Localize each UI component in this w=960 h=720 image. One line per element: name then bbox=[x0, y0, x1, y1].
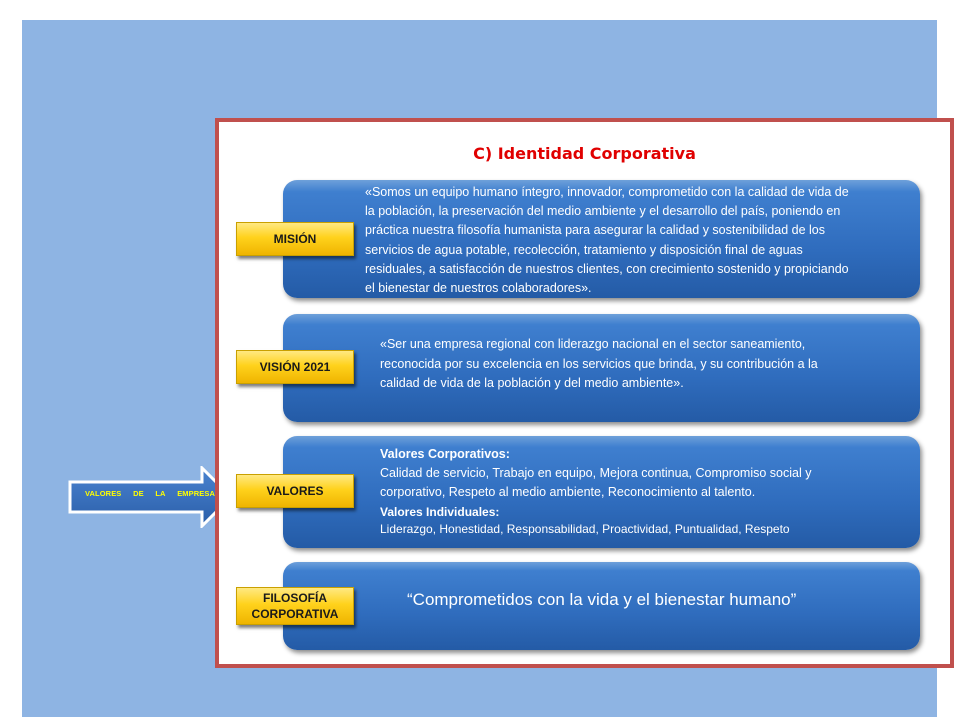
vision-text: «Ser una empresa regional con liderazgo … bbox=[380, 335, 900, 394]
valores-panel: Valores Corporativos: Calidad de servici… bbox=[283, 436, 920, 548]
filosofia-quote: “Comprometidos con la vida y el bienesta… bbox=[407, 590, 797, 609]
vision-panel: «Ser una empresa regional con liderazgo … bbox=[283, 314, 920, 422]
arrow-label-word: LA bbox=[155, 489, 166, 498]
filosofia-panel: “Comprometidos con la vida y el bienesta… bbox=[283, 562, 920, 650]
mision-panel: «Somos un equipo humano íntegro, innovad… bbox=[283, 180, 920, 298]
valores-text: Valores Corporativos: Calidad de servici… bbox=[380, 445, 910, 538]
slide-background: VALORES DE LA EMPRESA C) Identidad Corpo… bbox=[22, 20, 954, 717]
mision-line: el bienestar de nuestros colaboradores». bbox=[365, 281, 592, 296]
valores-individuales-text: Liderazgo, Honestidad, Responsabilidad, … bbox=[380, 522, 790, 536]
vision-line: «Ser una empresa regional con liderazgo … bbox=[380, 337, 806, 351]
mision-line: residuales, a satisfacción de nuestros c… bbox=[365, 261, 849, 276]
valores-individuales-heading: Valores Individuales: bbox=[380, 505, 500, 519]
mision-line: la población, la preservación del medio … bbox=[365, 204, 841, 219]
vision-line: reconocida por su excelencia en los serv… bbox=[380, 356, 818, 371]
arrow-label-word: VALORES bbox=[85, 489, 122, 498]
filosofia-tag-label: CORPORATIVA bbox=[251, 607, 339, 621]
page-title: C) Identidad Corporativa bbox=[473, 144, 696, 163]
vision-tag: VISIÓN 2021 bbox=[236, 350, 354, 384]
valores-corporativos-line: Calidad de servicio, Trabajo en equipo, … bbox=[380, 466, 812, 480]
valores-corporativos-heading: Valores Corporativos: bbox=[380, 447, 510, 461]
mision-line: «Somos un equipo humano íntegro, innovad… bbox=[365, 185, 849, 199]
vision-tag-label: VISIÓN 2021 bbox=[259, 360, 331, 374]
content-frame: C) Identidad Corporativa «Somos un equip… bbox=[215, 118, 954, 668]
mision-line: práctica nuestra filosofía humanista par… bbox=[365, 223, 825, 238]
valores-tag: VALORES bbox=[236, 474, 354, 508]
mision-tag-label: MISIÓN bbox=[273, 232, 317, 246]
mision-line: servicios de agua potable, recolección, … bbox=[365, 242, 803, 257]
valores-tag-label: VALORES bbox=[266, 484, 324, 498]
arrow-label-word: DE bbox=[133, 489, 144, 498]
mision-tag: MISIÓN bbox=[236, 222, 354, 256]
vision-line: calidad de vida de la población y del me… bbox=[380, 376, 684, 390]
valores-corporativos-line: corporativo, Respeto al medio ambiente, … bbox=[380, 485, 756, 499]
mision-text: «Somos un equipo humano íntegro, innovad… bbox=[365, 183, 915, 298]
arrow-label-word: EMPRESA bbox=[177, 489, 215, 498]
filosofia-tag: FILOSOFÍA CORPORATIVA bbox=[236, 587, 354, 625]
filosofia-tag-label: FILOSOFÍA bbox=[263, 591, 327, 605]
arrow-label: VALORES DE LA EMPRESA bbox=[85, 489, 215, 498]
